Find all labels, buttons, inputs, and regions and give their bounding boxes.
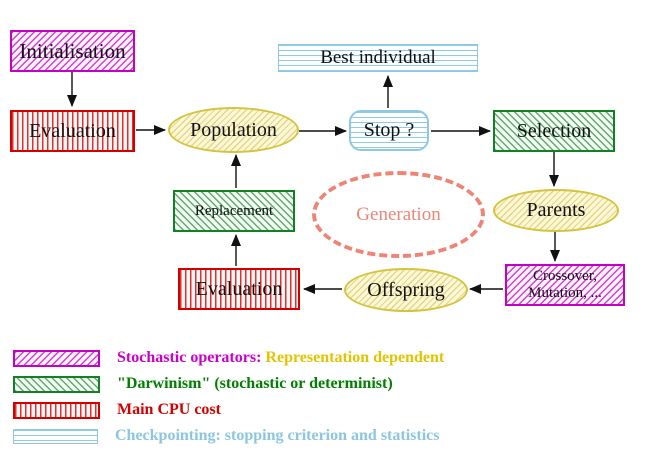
node-evaluation-top: Evaluation [10, 110, 135, 152]
magenta-diagonal-hatch-swatch-icon [13, 349, 100, 367]
legend-label-stochastic-operators: Stochastic operators: Representation dep… [117, 349, 445, 366]
legend-row-main-cpu-cost: Main CPU cost [13, 401, 221, 419]
node-generation-label: Generation [356, 203, 441, 225]
node-generation-cycle: Generation [312, 171, 485, 258]
node-crossover-label-line2: Mutation, ... [528, 285, 602, 301]
node-crossover-label-line1: Crossover, [533, 267, 597, 284]
node-best-individual: Best individual [278, 44, 478, 72]
red-vertical-hatch-swatch-icon [13, 401, 100, 419]
legend-label-checkpointing: Checkpointing: stopping criterion and st… [115, 427, 440, 444]
legend-row-darwinism: "Darwinism" (stochastic or determinist) [13, 375, 393, 393]
node-evaluation-bottom: Evaluation [178, 268, 300, 310]
legend-label-darwinism: "Darwinism" (stochastic or determinist) [117, 375, 393, 392]
node-offspring: Offspring [344, 268, 468, 312]
node-population-label: Population [190, 118, 277, 141]
node-offspring-label: Offspring [367, 278, 445, 301]
legend-row-stochastic-operators: Stochastic operators: Representation dep… [13, 349, 444, 367]
legend-label-main-cpu-cost: Main CPU cost [117, 401, 221, 418]
node-evaluation-bottom-label: Evaluation [195, 277, 283, 300]
node-stop: Stop ? [349, 110, 429, 151]
green-diagonal-hatch-swatch-icon [13, 375, 100, 393]
node-selection-label: Selection [516, 119, 592, 142]
cyan-horizontal-hatch-swatch-icon [13, 428, 98, 444]
node-best-individual-label: Best individual [320, 47, 436, 68]
node-stop-label: Stop ? [363, 119, 415, 141]
node-replacement-label: Replacement [194, 202, 274, 219]
node-initialisation-label: Initialisation [19, 38, 126, 63]
node-replacement: Replacement [173, 190, 295, 232]
node-parents-label: Parents [526, 199, 586, 221]
node-evaluation-top-label: Evaluation [29, 119, 116, 142]
node-initialisation: Initialisation [10, 30, 135, 72]
node-selection: Selection [493, 110, 615, 152]
legend-row-checkpointing: Checkpointing: stopping criterion and st… [13, 427, 439, 445]
node-crossover-mutation: Crossover, Mutation, ... [505, 264, 625, 306]
node-population: Population [168, 107, 299, 153]
node-parents: Parents [493, 189, 619, 232]
